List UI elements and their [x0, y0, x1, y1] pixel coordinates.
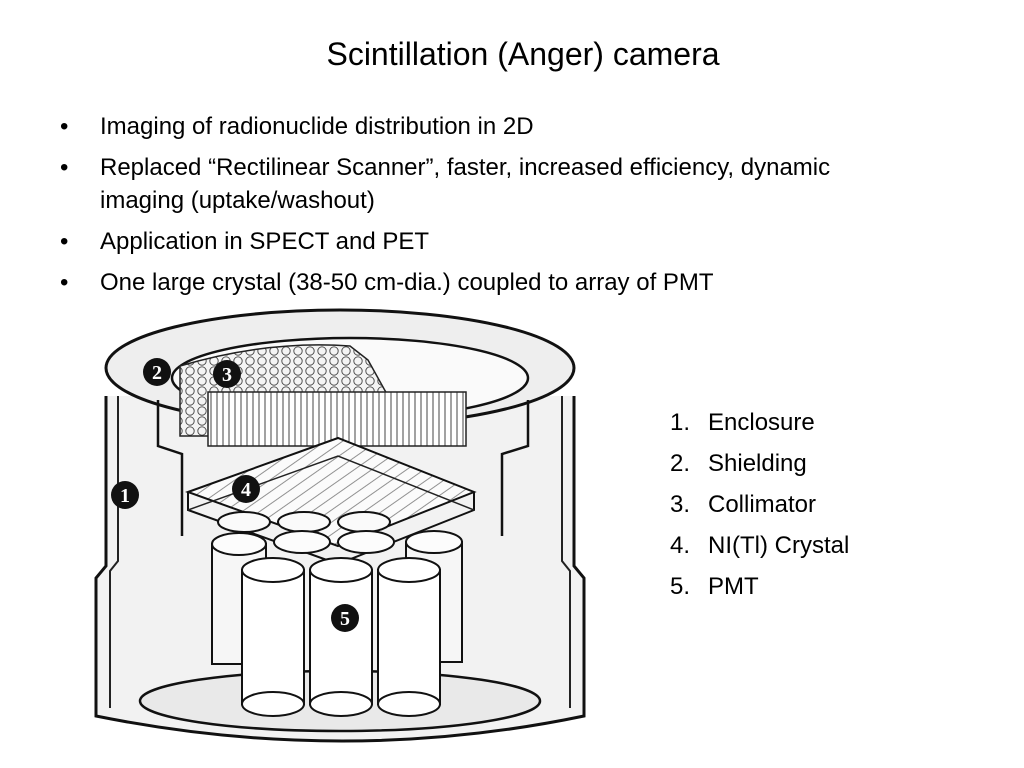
bullet-item: • One large crystal (38-50 cm-dia.) coupl… — [60, 266, 920, 299]
bullet-marker: • — [60, 113, 69, 140]
bullet-text: Replaced “Rectilinear Scanner”, faster, … — [100, 154, 831, 214]
legend-number: 2. — [670, 450, 691, 477]
bullet-marker: • — [60, 228, 69, 255]
anger-camera-diagram: 1 2 3 4 5 — [88, 296, 600, 748]
legend-label: PMT — [708, 573, 759, 600]
callout-4-label: 4 — [241, 479, 251, 501]
legend-number: 5. — [670, 573, 691, 600]
legend-label: Collimator — [708, 491, 817, 518]
callout-1-label: 1 — [120, 485, 130, 507]
slide-title: Scintillation (Anger) camera — [326, 36, 720, 72]
legend-item: 4. NI(Tl) Crystal — [670, 525, 849, 566]
callout-4: 4 — [232, 475, 260, 503]
callout-2-label: 2 — [152, 362, 162, 384]
component-legend: 1. Enclosure 2. Shielding 3. Collimator 4. N… — [670, 402, 849, 607]
bullet-text: Imaging of radionuclide distribution in … — [100, 113, 534, 140]
callout-5: 5 — [331, 604, 359, 632]
bullet-list: • Imaging of radionuclide distribution in… — [60, 110, 920, 307]
pmt-array — [211, 511, 463, 717]
legend-number: 3. — [670, 491, 691, 518]
legend-item: 2. Shielding — [670, 443, 849, 484]
legend-item: 1. Enclosure — [670, 402, 849, 443]
legend-number: 4. — [670, 532, 691, 559]
bullet-marker: • — [60, 269, 69, 296]
bullet-text: One large crystal (38-50 cm-dia.) couple… — [100, 269, 714, 296]
legend-label: NI(Tl) Crystal — [708, 532, 850, 559]
callout-5-label: 5 — [340, 608, 350, 630]
bullet-item: • Replaced “Rectilinear Scanner”, faster,… — [60, 151, 920, 217]
bullet-item: • Application in SPECT and PET — [60, 225, 920, 258]
legend-label: Shielding — [708, 450, 807, 477]
callout-3: 3 — [213, 360, 241, 388]
collimator — [179, 344, 467, 447]
callout-3-label: 3 — [222, 364, 232, 386]
legend-item: 3. Collimator — [670, 484, 849, 525]
callout-1: 1 — [111, 481, 139, 509]
bullet-item: • Imaging of radionuclide distribution in… — [60, 110, 920, 143]
legend-item: 5. PMT — [670, 566, 849, 607]
bullet-text: Application in SPECT and PET — [100, 228, 430, 255]
legend-label: Enclosure — [708, 409, 815, 436]
bullet-marker: • — [60, 154, 69, 181]
callout-2: 2 — [143, 358, 171, 386]
legend-number: 1. — [670, 409, 691, 436]
